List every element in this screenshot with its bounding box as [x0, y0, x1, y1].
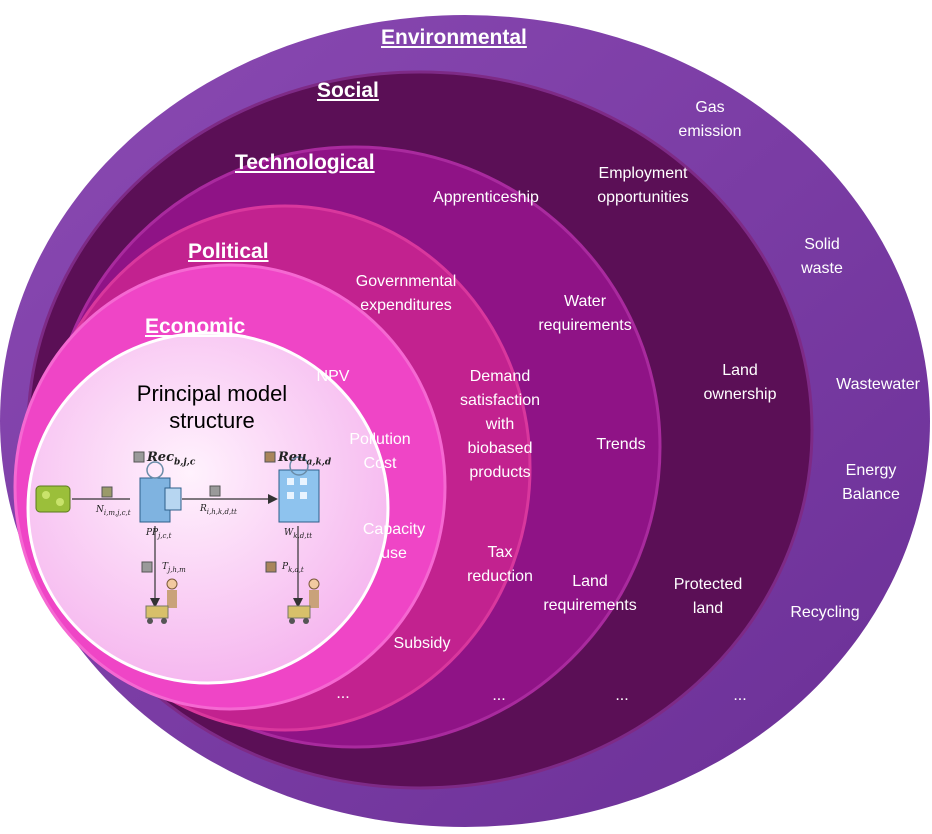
package-icon	[141, 561, 153, 573]
package-icon	[133, 451, 145, 463]
governmental-expenditures-label: Governmental expenditures	[355, 273, 457, 314]
water-requirements-label: Water requirements	[538, 293, 632, 334]
pollution-cost-label: Pollution Cost	[349, 431, 411, 472]
customer-cart-icon	[145, 578, 178, 624]
w-symbol: Wk,d,tt	[284, 528, 313, 540]
r-symbol: Ri,h,k,d,tt	[200, 504, 237, 516]
land-requirements-label: Land requirements	[543, 573, 637, 614]
npv-label: NPV	[316, 368, 350, 385]
wastewater-label: Wastewater	[836, 376, 920, 393]
apprenticeship-label: Apprenticeship	[433, 189, 539, 206]
processing-plant-icon	[139, 461, 182, 523]
customer-cart-icon	[287, 578, 320, 624]
model-schematic	[35, 451, 320, 624]
economic-title: Economic	[145, 315, 246, 338]
core-title: Principal model structure	[136, 381, 288, 433]
energy-balance-label: Energy Balance	[842, 462, 900, 503]
rec-symbol: Recb,j,c	[147, 450, 196, 468]
package-icon	[209, 485, 221, 497]
technological-title: Technological	[235, 151, 375, 174]
land-ownership-label: Land ownership	[703, 362, 777, 403]
environmental-ellipsis: ...	[733, 687, 747, 704]
solid-waste-label: Solid waste	[801, 236, 843, 277]
package-icon	[265, 561, 277, 573]
demand-satisfaction-label: Demand satisfaction with biobased produc…	[459, 368, 541, 481]
employment-opportunities-label: Employment opportunities	[597, 165, 689, 206]
capacity-use-label: Capacity use	[362, 521, 426, 562]
pp-symbol: PPj,c,t	[146, 528, 172, 540]
n-symbol: Ni,m,j,c,t	[96, 505, 131, 517]
package-icon	[101, 486, 113, 498]
biorefinery-icon	[278, 456, 320, 523]
t-symbol: Tj,h,m	[162, 562, 186, 574]
political-title: Political	[188, 240, 269, 263]
social-title: Social	[317, 79, 379, 102]
recycling-label: Recycling	[790, 604, 860, 621]
environmental-title: Environmental	[381, 26, 527, 49]
political-ellipsis: ...	[336, 685, 350, 702]
package-icon	[264, 451, 276, 463]
subsidy-label: Subsidy	[393, 635, 451, 652]
technological-ellipsis: ...	[492, 687, 506, 704]
gas-emission-label: Gas emission	[678, 99, 742, 140]
social-ellipsis: ...	[615, 687, 629, 704]
tax-reduction-label: Tax reduction	[467, 544, 533, 585]
trends-label: Trends	[596, 436, 646, 453]
feedstock-icon	[35, 485, 71, 513]
protected-land-label: Protected land	[673, 576, 743, 617]
p-symbol: Pk,a,t	[282, 562, 304, 574]
reu-symbol: Reua,k,d	[278, 450, 332, 468]
